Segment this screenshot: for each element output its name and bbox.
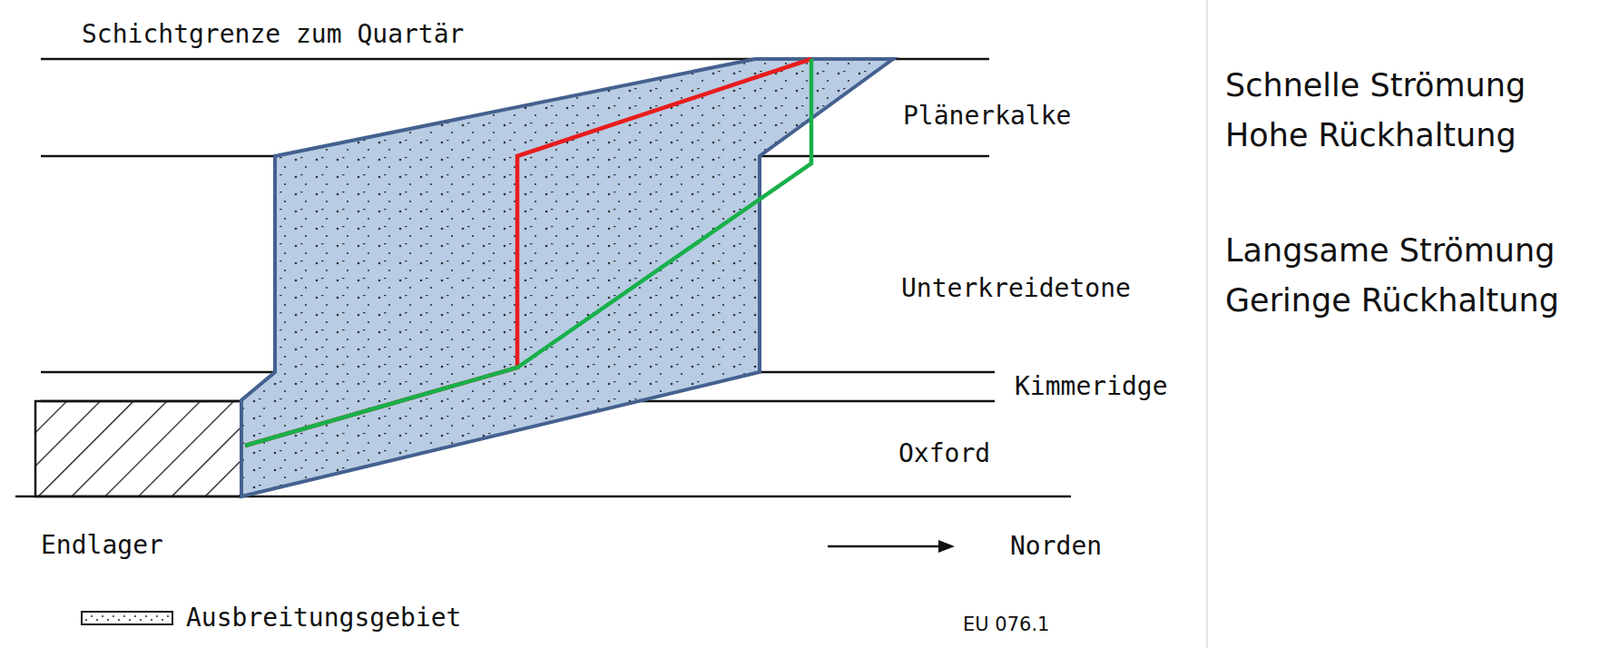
- north-arrow: [827, 545, 944, 549]
- spread-area-outline: [241, 58, 894, 497]
- slow-path: [245, 58, 812, 446]
- repository-label: Endlager: [40, 531, 164, 560]
- layer-name: Kimmeridge: [1014, 373, 1169, 402]
- layer-name: Plänerkalke: [903, 102, 1071, 131]
- fast-path: [245, 58, 812, 446]
- boundary-label: Schichtgrenze zum Quartär: [81, 20, 464, 50]
- north-arrowhead: [938, 539, 955, 553]
- divider: [1206, 0, 1208, 648]
- note-text: Geringe Rückhaltung: [1225, 283, 1560, 319]
- layer-name: Oxford: [898, 440, 991, 469]
- note-text: Langsame Strömung: [1225, 233, 1555, 269]
- note-text: Schnelle Strömung: [1225, 68, 1526, 104]
- note-text: Hohe Rückhaltung: [1225, 117, 1517, 154]
- legend-swatch: [79, 608, 175, 628]
- figure-code: EU 076.1: [962, 614, 1050, 636]
- repository-hatch: [35, 401, 242, 497]
- spread-area: [241, 58, 894, 497]
- layer-name: Unterkreidetone: [901, 274, 1131, 304]
- legend-text: Ausbreitungsgebiet: [186, 604, 462, 633]
- direction-label: Norden: [1010, 532, 1102, 561]
